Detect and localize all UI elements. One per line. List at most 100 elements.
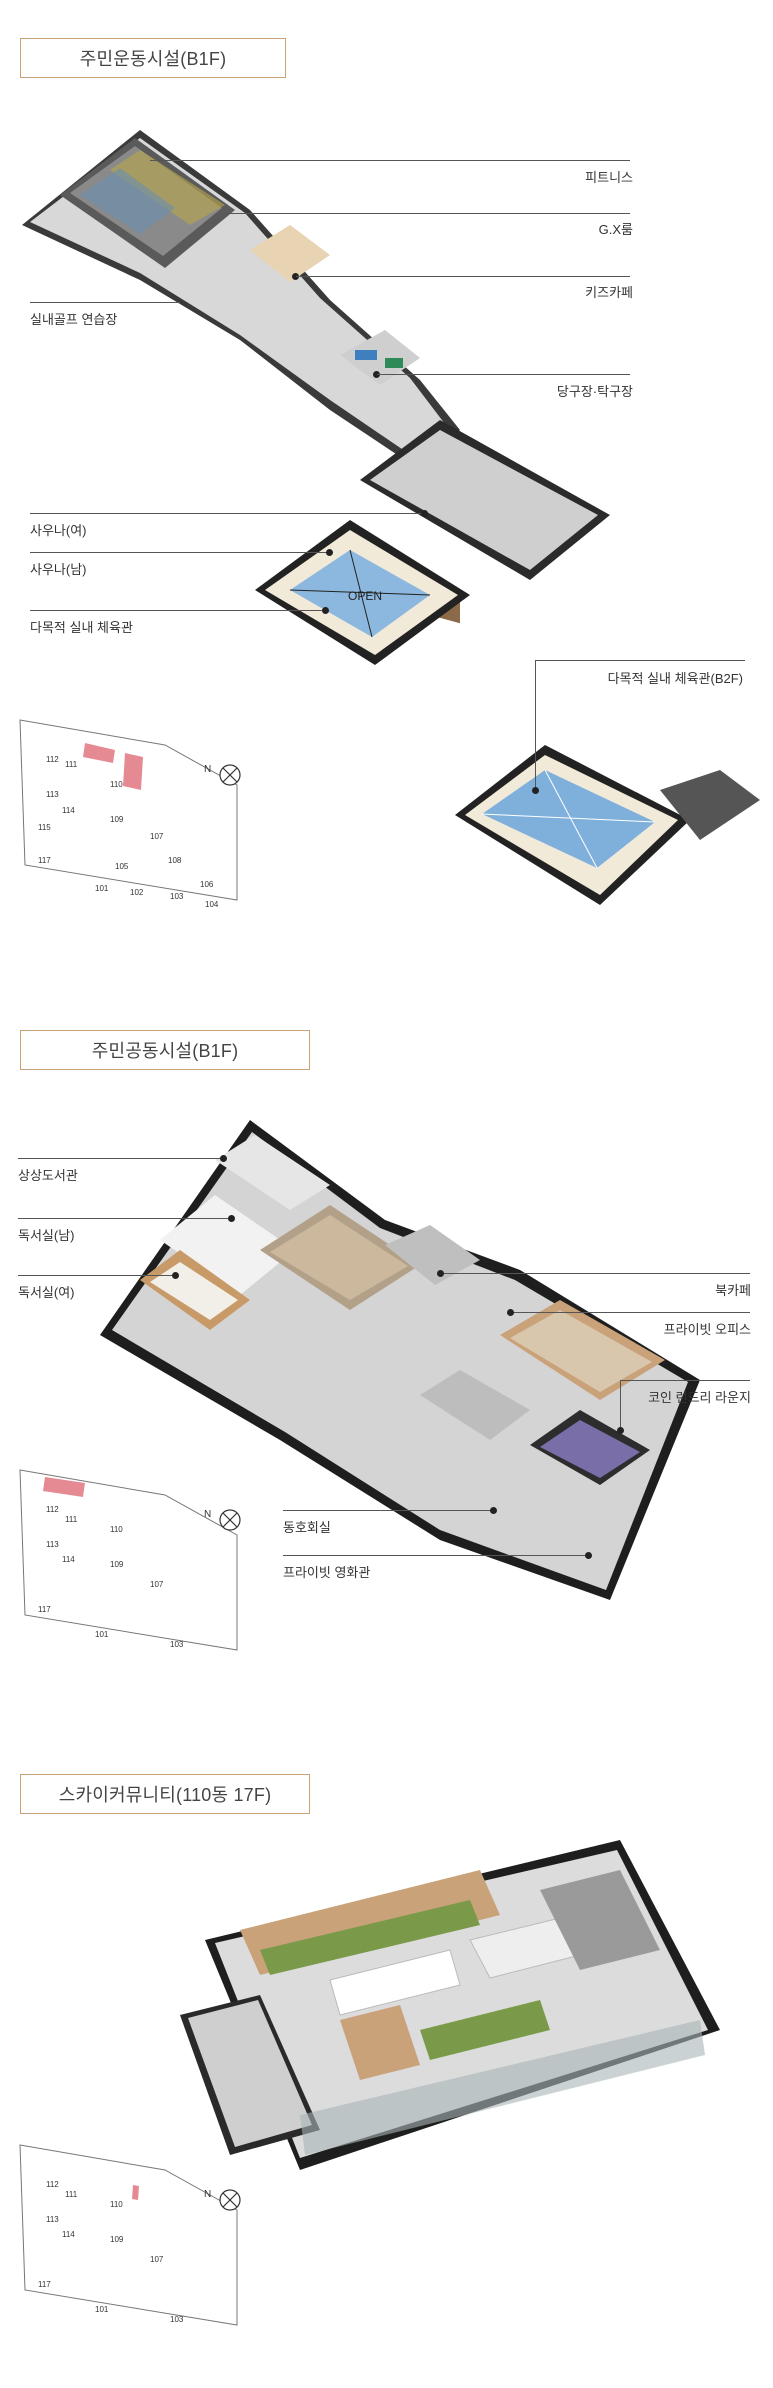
- minimap-bldg-label: 103: [170, 892, 184, 901]
- minimap-bldg-label: 112: [46, 2180, 59, 2189]
- minimap-bldg-label: 114: [62, 2230, 75, 2239]
- label-golf: 실내골프 연습장: [30, 312, 118, 327]
- leader-line: [535, 660, 745, 661]
- sports-floorplan: OPEN: [22, 130, 760, 905]
- section-sports: 주민운동시설(B1F) OPEN 피트니스: [0, 0, 773, 1000]
- leader-line: [225, 213, 630, 214]
- section-sky-community: 스카이커뮤니티(110동 17F) 112 111 110 113 114 10…: [0, 1700, 773, 2388]
- minimap-bldg-label: 105: [115, 862, 129, 871]
- leader-line: [18, 1218, 231, 1219]
- leader-line: [18, 1158, 223, 1159]
- marker-dot: [437, 1270, 444, 1277]
- marker-dot: [220, 1155, 227, 1162]
- label-library: 상상도서관: [18, 1168, 78, 1183]
- minimap-bldg-label: 109: [110, 1560, 124, 1569]
- minimap-bldg-label: 110: [110, 1525, 123, 1534]
- leader-line: [296, 276, 630, 277]
- svg-text:N: N: [204, 764, 211, 775]
- marker-dot: [172, 1272, 179, 1279]
- minimap-bldg-label: 111: [65, 2190, 78, 2199]
- minimap-bldg-label: 109: [110, 815, 124, 824]
- marker-dot: [292, 273, 299, 280]
- minimap-bldg-label: 107: [150, 832, 164, 841]
- label-gym: 다목적 실내 체육관: [30, 620, 133, 635]
- site-minimap: [19, 1469, 238, 1651]
- label-gx-room: G.X룸: [598, 222, 633, 237]
- minimap-bldg-label: 111: [65, 1515, 78, 1524]
- minimap-bldg-label: 103: [170, 2315, 184, 2324]
- minimap-bldg-label: 102: [130, 888, 144, 897]
- community-floorplan: [100, 1120, 700, 1600]
- leader-line: [440, 1273, 750, 1274]
- minimap-bldg-label: 113: [46, 2215, 59, 2224]
- minimap-bldg-label: 113: [46, 790, 59, 799]
- svg-text:N: N: [204, 1509, 211, 1520]
- minimap-bldg-label: 114: [62, 806, 75, 815]
- label-private-office: 프라이빗 오피스: [663, 1322, 751, 1337]
- leader-line: [30, 610, 325, 611]
- north-compass-icon: N: [204, 1509, 241, 1531]
- minimap-bldg-label: 101: [95, 884, 109, 893]
- minimap-bldg-label: 115: [38, 823, 51, 832]
- sky-floorplan: [180, 1840, 720, 2170]
- label-kids-cafe: 키즈카페: [585, 285, 633, 300]
- marker-dot: [326, 549, 333, 556]
- minimap-bldg-label: 112: [46, 1505, 59, 1514]
- label-laundry-lounge: 코인 런드리 라운지: [648, 1390, 751, 1405]
- gym-open-text: OPEN: [348, 589, 382, 603]
- label-sauna-female: 사우나(여): [30, 523, 87, 538]
- section-community: 주민공동시설(B1F) 상상도서관 독서실(남) 독서실(여) 북카페: [0, 1000, 773, 1700]
- leader-line: [510, 1312, 750, 1313]
- section-title: 주민공동시설(B1F): [20, 1030, 310, 1070]
- minimap-bldg-label: 111: [65, 760, 78, 769]
- minimap-bldg-label: 101: [95, 1630, 109, 1639]
- marker-dot: [490, 1507, 497, 1514]
- minimap-bldg-label: 113: [46, 1540, 59, 1549]
- leader-line: [150, 160, 630, 161]
- marker-dot: [421, 510, 428, 517]
- label-gym-b2f: 다목적 실내 체육관(B2F): [607, 671, 743, 686]
- minimap-bldg-label: 117: [38, 2280, 51, 2289]
- minimap-bldg-label: 109: [110, 2235, 124, 2244]
- marker-dot: [322, 607, 329, 614]
- north-compass-icon: N: [204, 764, 241, 786]
- minimap-bldg-label: 108: [168, 856, 182, 865]
- leader-line: [18, 1275, 175, 1276]
- north-compass-icon: N: [204, 2189, 241, 2211]
- leader-line: [30, 302, 180, 303]
- minimap-bldg-label: 110: [110, 2200, 123, 2209]
- minimap-bldg-label: 103: [170, 1640, 184, 1649]
- leader-line: [283, 1555, 588, 1556]
- label-study-male: 독서실(남): [18, 1228, 75, 1243]
- marker-dot: [532, 787, 539, 794]
- minimap-bldg-label: 101: [95, 2305, 109, 2314]
- minimap-bldg-label: 117: [38, 856, 51, 865]
- label-sauna-male: 사우나(남): [30, 562, 87, 577]
- svg-text:N: N: [204, 2189, 211, 2200]
- leader-line: [283, 1510, 493, 1511]
- leader-line: [535, 660, 536, 790]
- site-minimap: [19, 2144, 238, 2326]
- minimap-bldg-label: 110: [110, 780, 123, 789]
- label-fitness: 피트니스: [585, 170, 633, 185]
- marker-dot: [373, 371, 380, 378]
- leader-line: [30, 513, 425, 514]
- minimap-bldg-label: 107: [150, 2255, 164, 2264]
- label-club-room: 동호회실: [283, 1520, 331, 1535]
- leader-line: [620, 1380, 621, 1430]
- leader-line: [30, 552, 330, 553]
- section-title: 주민운동시설(B1F): [20, 38, 286, 78]
- leader-line: [377, 374, 630, 375]
- minimap-bldg-label: 117: [38, 1605, 51, 1614]
- marker-dot: [585, 1552, 592, 1559]
- minimap-bldg-label: 114: [62, 1555, 75, 1564]
- label-study-female: 독서실(여): [18, 1285, 75, 1300]
- label-private-cinema: 프라이빗 영화관: [283, 1565, 371, 1580]
- minimap-bldg-label: 107: [150, 1580, 164, 1589]
- label-billiards: 당구장·탁구장: [556, 384, 633, 399]
- leader-line: [620, 1380, 750, 1381]
- marker-dot: [228, 1215, 235, 1222]
- site-minimap: [19, 719, 238, 901]
- label-book-cafe: 북카페: [715, 1283, 751, 1298]
- marker-dot: [617, 1427, 624, 1434]
